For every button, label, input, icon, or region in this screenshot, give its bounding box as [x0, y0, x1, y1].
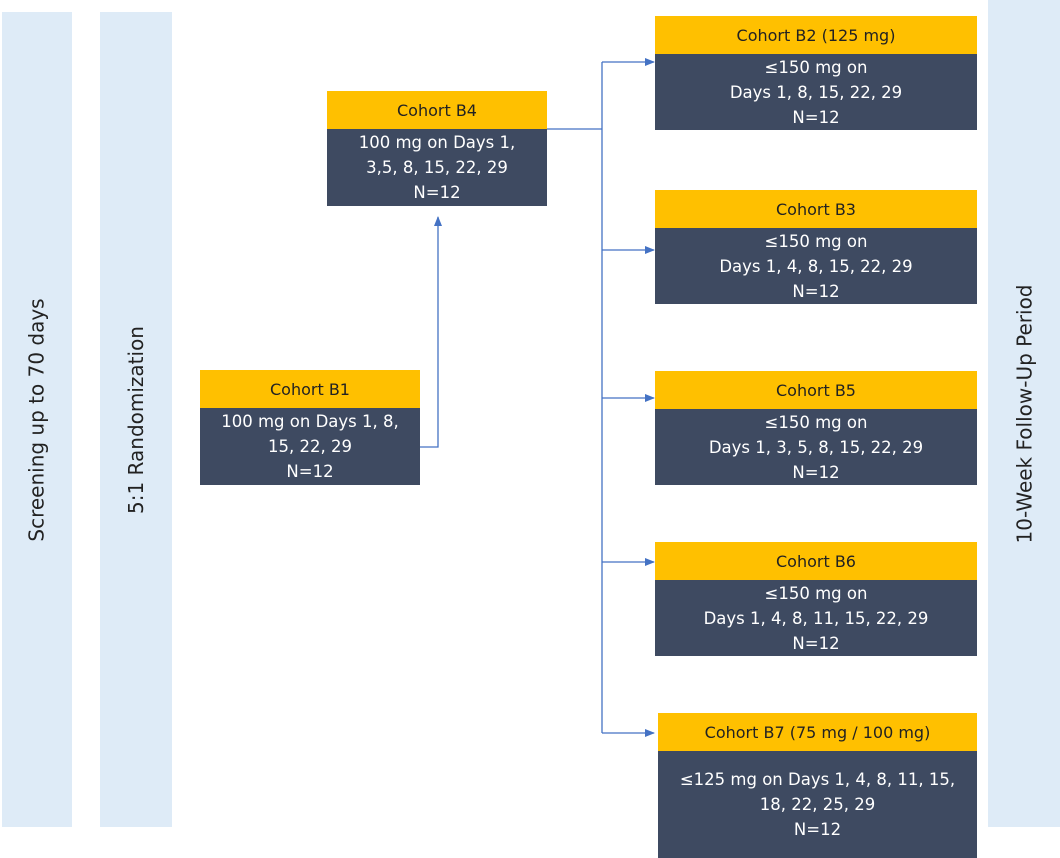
cohort-b5-body: ≤150 mg on Days 1, 3, 5, 8, 15, 22, 29 N… — [655, 409, 977, 485]
cohort-b5-days: Days 1, 3, 5, 8, 15, 22, 29 — [708, 437, 924, 457]
cohort-b2-dose: ≤150 mg on — [764, 57, 868, 77]
cohort-b6-days: Days 1, 4, 8, 11, 15, 22, 29 — [703, 608, 929, 628]
cohort-b1-body: 100 mg on Days 1, 8, 15, 22, 29 N=12 — [200, 408, 420, 485]
follow-up-band: 10-Week Follow-Up Period — [988, 0, 1060, 827]
cohort-b6-dose: ≤150 mg on — [764, 583, 868, 603]
cohort-b3-title: Cohort B3 — [655, 190, 977, 228]
cohort-b7-body: ≤125 mg on Days 1, 4, 8, 11, 15, 18, 22,… — [658, 751, 977, 858]
cohort-b3-dose: ≤150 mg on — [764, 231, 868, 251]
cohort-b4-days: 3,5, 8, 15, 22, 29 — [366, 158, 508, 177]
cohort-b2-days: Days 1, 8, 15, 22, 29 — [729, 82, 903, 102]
cohort-b2-body: ≤150 mg on Days 1, 8, 15, 22, 29 N=12 — [655, 54, 977, 130]
cohort-b6-title: Cohort B6 — [655, 542, 977, 580]
cohort-b3-body: ≤150 mg on Days 1, 4, 8, 15, 22, 29 N=12 — [655, 228, 977, 304]
cohort-b5-title: Cohort B5 — [655, 371, 977, 409]
cohort-b4-dose: 100 mg on Days 1, — [358, 133, 516, 152]
cohort-b4-n: N=12 — [413, 183, 461, 202]
cohort-b5-dose: ≤150 mg on — [764, 412, 868, 432]
cohort-b3-box: Cohort B3 ≤150 mg on Days 1, 4, 8, 15, 2… — [655, 190, 977, 304]
cohort-b5-box: Cohort B5 ≤150 mg on Days 1, 3, 5, 8, 15… — [655, 371, 977, 485]
cohort-b6-body: ≤150 mg on Days 1, 4, 8, 11, 15, 22, 29 … — [655, 580, 977, 656]
cohort-b1-days: 15, 22, 29 — [268, 437, 352, 456]
cohort-b7-dose: ≤125 mg on Days 1, 4, 8, 11, 15, — [679, 770, 956, 789]
randomization-band: 5:1 Randomization — [100, 12, 172, 827]
cohort-b4-title: Cohort B4 — [327, 91, 547, 129]
cohort-b7-box: Cohort B7 (75 mg / 100 mg) ≤125 mg on Da… — [658, 713, 977, 858]
cohort-b2-box: Cohort B2 (125 mg) ≤150 mg on Days 1, 8,… — [655, 16, 977, 130]
cohort-b1-n: N=12 — [286, 462, 334, 481]
cohort-b4-box: Cohort B4 100 mg on Days 1, 3,5, 8, 15, … — [327, 91, 547, 206]
cohort-b3-n: N=12 — [792, 281, 840, 301]
cohort-b5-n: N=12 — [792, 462, 840, 482]
cohort-b1-dose: 100 mg on Days 1, 8, — [221, 412, 399, 431]
cohort-b3-days: Days 1, 4, 8, 15, 22, 29 — [719, 256, 913, 276]
screening-band: Screening up to 70 days — [2, 12, 72, 827]
cohort-b4-body: 100 mg on Days 1, 3,5, 8, 15, 22, 29 N=1… — [327, 129, 547, 206]
cohort-b7-days: 18, 22, 25, 29 — [759, 795, 876, 814]
b1-to-b4-arrow — [420, 216, 442, 448]
cohort-b7-title: Cohort B7 (75 mg / 100 mg) — [658, 713, 977, 751]
cohort-b2-title: Cohort B2 (125 mg) — [655, 16, 977, 54]
cohort-b1-box: Cohort B1 100 mg on Days 1, 8, 15, 22, 2… — [200, 370, 420, 485]
cohort-b7-n: N=12 — [793, 820, 842, 839]
cohort-b6-box: Cohort B6 ≤150 mg on Days 1, 4, 8, 11, 1… — [655, 542, 977, 656]
cohort-b6-n: N=12 — [792, 633, 840, 653]
cohort-b1-title: Cohort B1 — [200, 370, 420, 408]
cohort-b2-n: N=12 — [792, 107, 840, 127]
